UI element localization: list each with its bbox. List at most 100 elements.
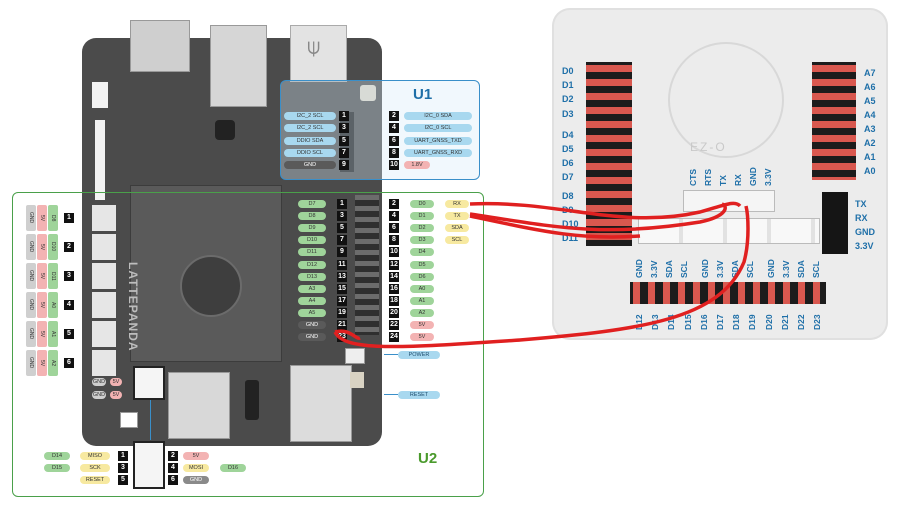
- power-switch[interactable]: [345, 348, 365, 364]
- u1-pin-number: 6: [389, 135, 399, 146]
- u2-pin-label: 5V: [410, 321, 434, 329]
- shield-left-pin-label: D11: [562, 233, 579, 244]
- u2-box: [12, 192, 484, 497]
- u2-pin-number: 7: [337, 235, 347, 246]
- grove-number: 6: [64, 358, 74, 368]
- u2-pin-number: 3: [337, 211, 347, 222]
- shield-serial-connector: [683, 190, 775, 212]
- u2-pin-number: 22: [389, 320, 399, 330]
- u1-pin-label: DDIO SCL: [284, 148, 336, 157]
- grove-number: 4: [64, 300, 74, 310]
- u2-pin-label: D6: [410, 272, 434, 281]
- icsp-pin-number: 6: [168, 475, 178, 485]
- u2-pin-function: SDA: [445, 224, 469, 233]
- u2-pin-number: 18: [389, 295, 399, 306]
- u2-pin-number: 19: [337, 307, 347, 318]
- u2-pin-label: A1: [410, 296, 434, 305]
- reset-label: RESET: [398, 391, 440, 399]
- icsp-grid: [133, 441, 165, 489]
- small-header-label: 5V: [110, 391, 122, 399]
- u1-pin-label: 1.8V: [404, 161, 430, 170]
- u2-pin-label: D3: [410, 236, 434, 245]
- u2-pin-function: SCL: [445, 236, 469, 245]
- u1-pin-label: I2C_0 SDA: [404, 112, 472, 120]
- grove-pin-label: 5V: [37, 350, 47, 376]
- wire-tx-2: [469, 214, 641, 239]
- u1-title: U1: [413, 86, 433, 103]
- u2-pin-label: D11: [298, 248, 326, 257]
- grove-pin-label: A1: [48, 321, 58, 347]
- u2-pin-number: 21: [337, 320, 347, 330]
- shield-logo-circle: [668, 42, 784, 158]
- u2-pin-label: D8: [298, 212, 326, 221]
- shield-right-pin-label: A4: [864, 110, 876, 120]
- grove-number: 3: [64, 271, 74, 281]
- board-clip: [92, 82, 108, 108]
- u2-pin-number: 5: [337, 223, 347, 234]
- wire-gnd: [333, 205, 750, 349]
- grove-pin-label: 5V: [37, 263, 47, 289]
- shield-right-pin-label: A7: [864, 68, 876, 78]
- icsp-chip: [120, 412, 138, 428]
- icsp-pin-number: 4: [168, 463, 178, 473]
- icsp-pin-function: MOSI: [183, 464, 209, 472]
- icsp-pin-number: 2: [168, 451, 178, 461]
- shield-left-pin-label: D3: [562, 108, 574, 119]
- shield-logo-text: EZ-O: [690, 140, 727, 154]
- u2-pin-number: 6: [389, 223, 399, 234]
- small-header-label: GND: [92, 391, 106, 399]
- bottom-connector-2: [290, 365, 352, 442]
- usb-icon: ⍦: [307, 34, 321, 59]
- shield-left-pin-label: D8: [562, 190, 574, 201]
- shield-left-pin-label: D4: [562, 129, 574, 140]
- shield-left-pin-label: D6: [562, 158, 574, 169]
- small-header-label: GND: [92, 378, 106, 386]
- camera-module: [215, 120, 235, 140]
- grove-number: 1: [64, 213, 74, 223]
- grove-pin-label: 5V: [37, 321, 47, 347]
- shield-left-pin-label: D10: [562, 219, 579, 229]
- shield-right-pin-label: A1: [864, 152, 876, 162]
- grove-pin-label: GND: [26, 292, 36, 318]
- shield-uart-label: RX: [855, 213, 868, 223]
- u2-pin-number: 15: [337, 283, 347, 294]
- u2-pin-label: A4: [298, 296, 326, 305]
- shield-right-pin-label: A5: [864, 96, 876, 106]
- u2-pin-number: 13: [337, 271, 347, 282]
- u2-pin-number: 14: [389, 271, 399, 282]
- u1-pin-number: 9: [339, 160, 349, 171]
- u1-pin-number: 3: [339, 123, 349, 134]
- grove-pin-label: GND: [26, 263, 36, 289]
- u2-pin-number: 16: [389, 283, 399, 294]
- icsp-pin-function: GND: [183, 476, 209, 484]
- pin-header-u2: [355, 195, 379, 335]
- micro-switch[interactable]: [350, 372, 364, 388]
- u2-pin-number: 24: [389, 332, 399, 343]
- icsp-pin-function: RESET: [80, 476, 110, 484]
- grove-pin-label: D8: [48, 205, 58, 231]
- wire-tx: [469, 202, 727, 232]
- grove-pin-label: 5V: [37, 292, 47, 318]
- grove-pin-label: GND: [26, 321, 36, 347]
- shield-uart-connector: [822, 192, 848, 254]
- wire-gnd-lead: [334, 329, 361, 340]
- audio-jack: [245, 380, 259, 420]
- grove-pin-label: D10: [48, 234, 58, 260]
- grove-pin-label: A2: [48, 350, 58, 376]
- small-header-grid: [133, 366, 165, 400]
- grove-pin-label: GND: [26, 205, 36, 231]
- shield-grove-row: [638, 218, 820, 244]
- power-button[interactable]: [360, 85, 376, 101]
- u2-pin-label: D7: [298, 200, 326, 208]
- u2-pin-number: 20: [389, 307, 399, 318]
- icsp-pin-function: MISO: [80, 452, 110, 460]
- icsp-pin-label: D15: [44, 464, 70, 472]
- u2-pin-label: 5V: [410, 333, 434, 342]
- shield-left-pin-label: D7: [562, 172, 574, 183]
- shield-uart-label: GND: [855, 227, 875, 237]
- u1-pin-label: UART_GNSS_TXD: [404, 136, 472, 145]
- u2-pin-function: RX: [445, 200, 469, 208]
- wire-rx: [469, 201, 742, 220]
